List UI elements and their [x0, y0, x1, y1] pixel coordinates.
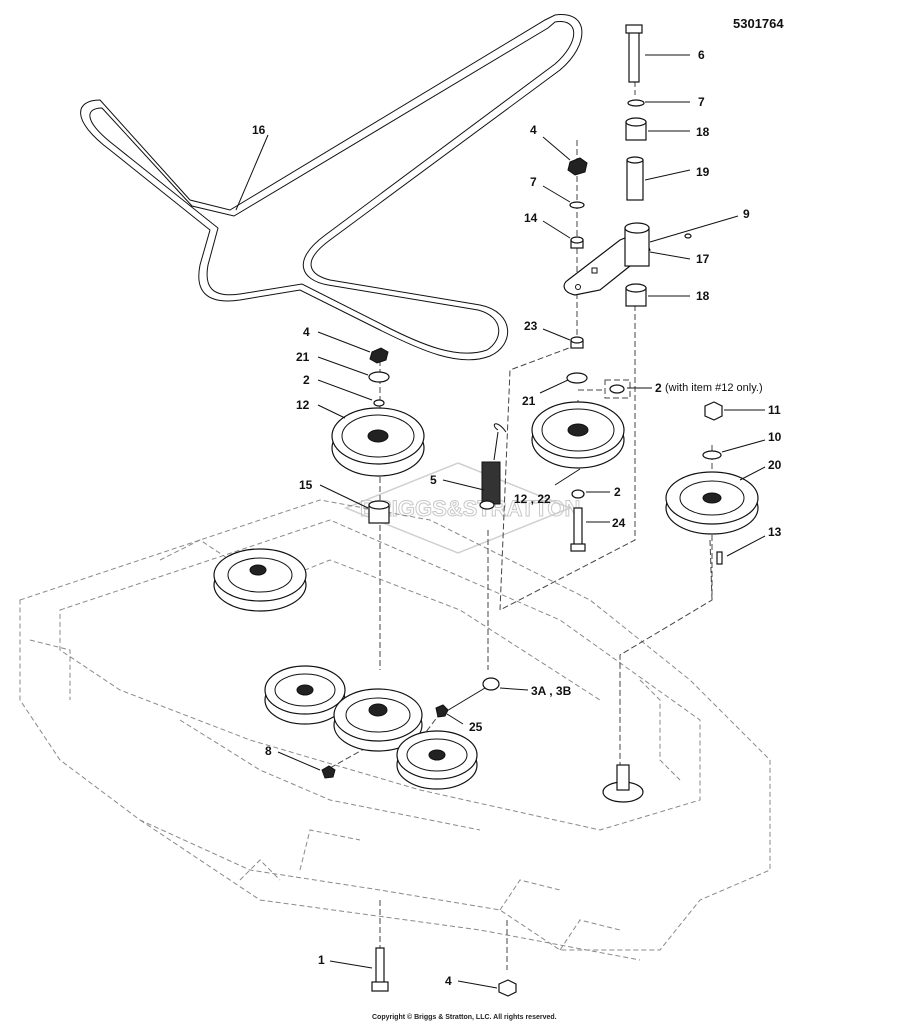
spacer-part-19: [626, 156, 644, 201]
callout-6: 6: [698, 48, 705, 62]
grease-fitting-part-9: [684, 233, 692, 239]
callout-4-left: 4: [303, 325, 310, 339]
pulley-part-20: [665, 471, 759, 535]
deck-pulley-left: [213, 548, 307, 612]
idler-arm-part-17: [563, 222, 651, 296]
callout-3a-3b: 3A , 3B: [531, 684, 572, 698]
washer-part-21-right: [566, 372, 588, 384]
callout-7-lower: 7: [530, 175, 537, 189]
callout-11: 11: [768, 403, 781, 417]
deck-pulley-center-left: [264, 665, 346, 725]
leader-lines: [235, 54, 766, 989]
callout-9: 9: [743, 207, 750, 221]
drive-belt: [80, 14, 583, 361]
washer-part-2-left: [373, 399, 385, 407]
callout-15: 15: [299, 478, 313, 492]
callout-25: 25: [469, 720, 483, 734]
deck-pulley-center: [333, 688, 423, 752]
spring-part-5: [479, 423, 507, 510]
washer-part-7-lower: [569, 201, 585, 209]
callout-12-left: 12: [296, 398, 310, 412]
callout-16: 16: [252, 123, 266, 137]
watermark-text: BRIGGS&STRATTON: [360, 496, 580, 521]
note-item-2: (with item #12 only.): [665, 382, 763, 394]
nut-part-8: [321, 765, 336, 779]
callout-labels: 6 7 18 19 9 17 18 4 7 14 23 21 2 (with i…: [252, 48, 782, 988]
callout-21-left: 21: [296, 350, 310, 364]
idler-pulley-part-12-22: [531, 401, 625, 469]
copyright-text: Copyright © Briggs & Stratton, LLC. All …: [372, 1013, 557, 1021]
washer-part-2-optional: [609, 384, 625, 394]
callout-24: 24: [612, 516, 626, 530]
callout-2-optional: 2: [655, 381, 662, 395]
washer-part-7: [627, 99, 645, 107]
nut-part-4-upper: [567, 157, 588, 176]
callout-1: 1: [318, 953, 325, 967]
spacer-part-14: [570, 236, 584, 249]
nut-part-25: [435, 704, 449, 718]
washer-part-2-right: [571, 489, 585, 499]
mower-deck: [19, 499, 771, 961]
bolt-part-1: [371, 947, 389, 992]
callout-23: 23: [524, 319, 538, 333]
callout-10: 10: [768, 430, 782, 444]
bolt-part-24: [570, 507, 586, 552]
callout-4-bottom: 4: [445, 974, 452, 988]
callout-13: 13: [768, 525, 782, 539]
callout-2-left: 2: [303, 373, 310, 387]
callout-4-upper: 4: [530, 123, 537, 137]
brand-watermark: BRIGGS&STRATTON: [343, 462, 581, 554]
deck-pulley-right: [396, 730, 478, 790]
idler-pulley-part-12: [331, 407, 425, 477]
washer-part-10: [702, 450, 722, 460]
callout-12-22: 12 , 22: [514, 492, 551, 506]
nut-part-11: [704, 401, 723, 421]
nut-part-4-left: [369, 347, 389, 364]
bolt-part-6: [625, 24, 643, 83]
callout-2-right: 2: [614, 485, 621, 499]
key-part-13: [716, 551, 723, 565]
callout-17: 17: [696, 252, 710, 266]
bushing-part-18-bottom: [625, 283, 647, 307]
nut-part-4-bottom: [498, 979, 517, 997]
bushing-part-18-top: [625, 117, 647, 141]
spacer-part-23: [570, 336, 584, 349]
callout-7-top: 7: [698, 95, 705, 109]
spacer-part-15: [368, 500, 390, 524]
callout-14: 14: [524, 211, 538, 225]
deck-spindle-right: [602, 764, 644, 803]
eye-bolt-part-3: [444, 677, 500, 713]
document-number: 5301764: [733, 16, 784, 31]
callout-18-top: 18: [696, 125, 710, 139]
callout-20: 20: [768, 458, 782, 472]
callout-8: 8: [265, 744, 272, 758]
washer-part-21-left: [368, 371, 390, 383]
callout-21-right: 21: [522, 394, 536, 408]
callout-18-bottom: 18: [696, 289, 710, 303]
callout-5: 5: [430, 473, 437, 487]
callout-19: 19: [696, 165, 710, 179]
